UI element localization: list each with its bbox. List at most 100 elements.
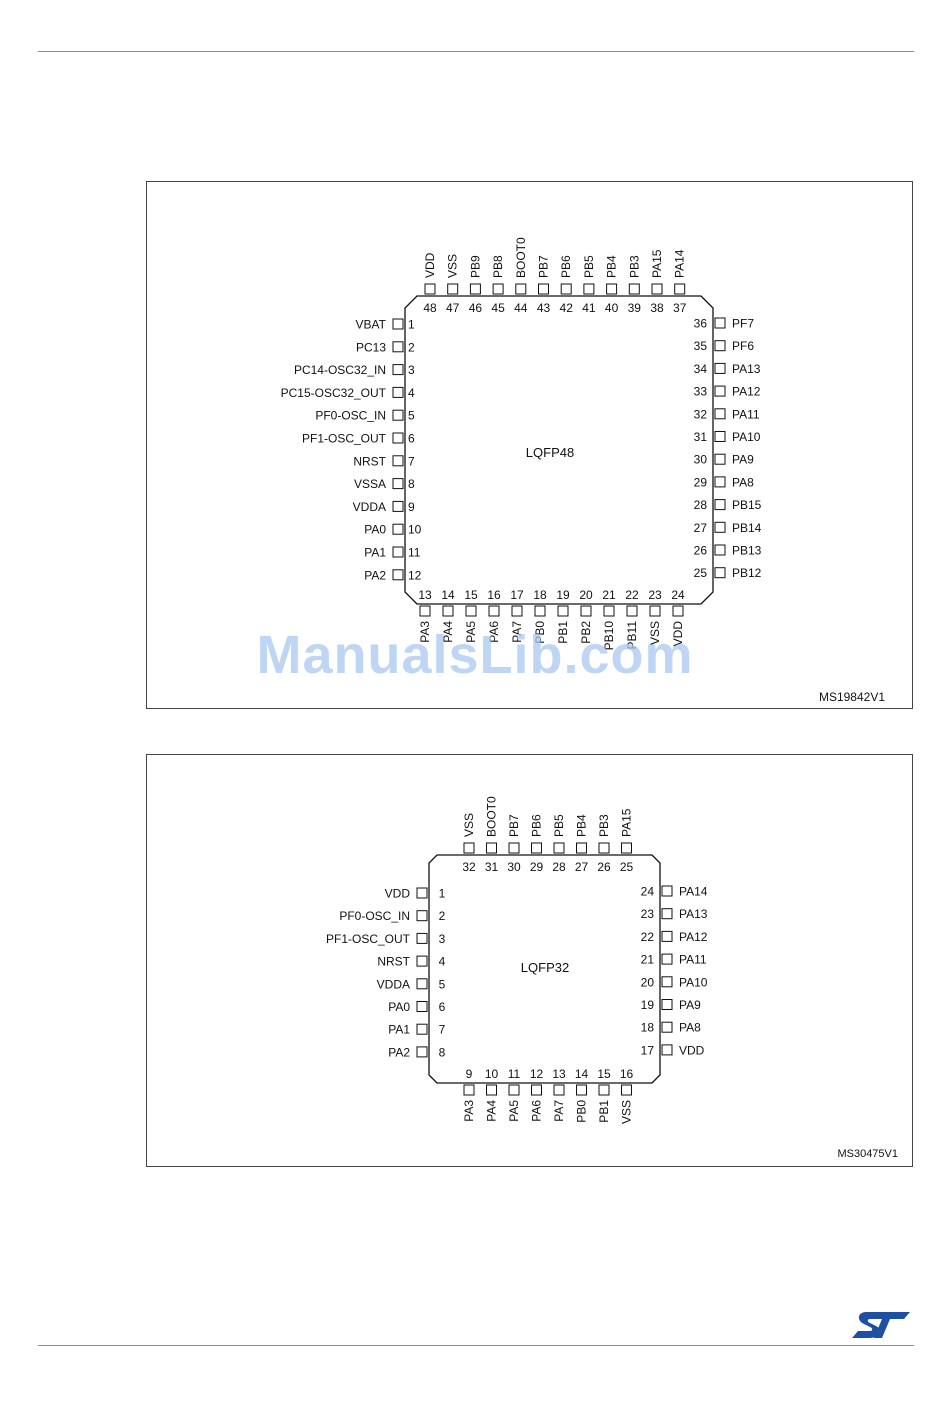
lqfp48-pin-pad <box>628 283 640 295</box>
lqfp32-pin-number: 17 <box>641 1043 655 1057</box>
lqfp32-pin-name: PA12 <box>679 930 708 944</box>
lqfp32-pin-number: 21 <box>641 953 655 967</box>
lqfp48-pin-number: 20 <box>579 588 593 602</box>
lqfp32-pin-name: PB5 <box>552 814 566 837</box>
lqfp48-pin-pad <box>469 283 481 295</box>
lqfp48-pin-name: PB0 <box>533 621 547 644</box>
lqfp48-pin-pad <box>392 500 404 512</box>
lqfp48-pin-pad <box>419 605 431 617</box>
lqfp32-package-label: LQFP32 <box>521 960 569 975</box>
lqfp48-pin-name: PB3 <box>627 255 641 278</box>
lqfp32-pin-pad <box>416 1023 428 1035</box>
lqfp48-pin-name: PA4 <box>441 621 455 643</box>
lqfp48-pin-number: 12 <box>408 568 422 582</box>
lqfp32-pin-pad <box>661 953 673 965</box>
lqfp32-package-body <box>428 854 661 1084</box>
lqfp32-pin-pad <box>621 842 632 854</box>
lqfp32-pin-number: 6 <box>439 1000 446 1014</box>
lqfp48-pin-name: PA14 <box>673 249 687 278</box>
lqfp48-pin-pad <box>511 605 523 617</box>
lqfp32-pin-name: PB0 <box>575 1100 589 1123</box>
lqfp48-pin-name: PB5 <box>582 255 596 278</box>
lqfp48-pin-number: 24 <box>671 588 685 602</box>
lqfp32-pin-name: PB4 <box>575 814 589 837</box>
lqfp32-pin-name: PA6 <box>530 1100 544 1122</box>
lqfp32-pin-number: 32 <box>462 860 476 874</box>
lqfp48-pin-pad <box>392 341 404 353</box>
lqfp32-pin-name: PA0 <box>388 1000 410 1014</box>
lqfp32-pin-pad <box>598 1084 610 1096</box>
lqfp32-pin-number: 28 <box>552 860 566 874</box>
lqfp48-pin-pad <box>392 569 404 581</box>
lqfp48-pin-pad <box>714 567 726 579</box>
lqfp32-pin-name: PF0-OSC_IN <box>339 909 410 923</box>
lqfp48-pin-number: 17 <box>510 588 524 602</box>
lqfp32-pin-pad <box>661 999 673 1010</box>
lqfp48-pin-pad <box>714 476 726 488</box>
lqfp48-pin-name: PF7 <box>732 317 754 331</box>
lqfp48-pin-number: 27 <box>694 521 708 535</box>
lqfp48-pin-name: PA12 <box>732 385 761 399</box>
lqfp32-pin-name: PB3 <box>597 814 611 837</box>
lqfp32-pin-pad <box>661 908 673 920</box>
lqfp48-pin-number: 46 <box>469 301 483 315</box>
lqfp48-pin-name: PF6 <box>732 339 754 353</box>
lqfp48-pin-name: PB13 <box>732 544 762 558</box>
lqfp48-pin-pad <box>392 523 404 535</box>
lqfp48-pin-number: 23 <box>648 588 662 602</box>
lqfp32-pin-number: 13 <box>552 1067 566 1081</box>
lqfp32-pin-pad <box>463 1084 475 1096</box>
lqfp48-pin-number: 25 <box>694 566 708 580</box>
lqfp32-pin-number: 31 <box>485 860 499 874</box>
lqfp32-pin-number: 29 <box>530 860 544 874</box>
lqfp48-pin-number: 19 <box>556 588 570 602</box>
lqfp48-pin-number: 32 <box>694 407 708 421</box>
lqfp48-pin-pad <box>714 362 726 374</box>
lqfp48-pin-pad <box>424 283 436 295</box>
lqfp48-pin-number: 30 <box>694 453 708 467</box>
lqfp48-pin-pad <box>714 544 726 556</box>
lqfp48-pin-pad <box>560 283 572 295</box>
lqfp48-pin-pad <box>392 546 404 558</box>
lqfp48-pin-number: 1 <box>408 318 415 332</box>
lqfp48-pin-name: PB6 <box>559 255 573 278</box>
lqfp32-pin-pad <box>508 842 520 854</box>
lqfp32-pin-pad <box>531 842 542 854</box>
lqfp48-pin-pad <box>606 283 618 295</box>
lqfp32-pin-name: VDDA <box>377 977 410 991</box>
lqfp32-pin-number: 3 <box>439 932 446 946</box>
lqfp32-pin-pad <box>416 978 428 990</box>
lqfp48-pin-number: 38 <box>650 301 664 315</box>
lqfp48-pin-name: PB2 <box>579 621 593 644</box>
lqfp48-pin-number: 13 <box>418 588 432 602</box>
lqfp32-pin-pad <box>463 842 475 854</box>
lqfp32-pin-number: 24 <box>641 885 655 899</box>
lqfp32-pin-name: PA7 <box>552 1100 566 1122</box>
lqfp48-pin-name: PA8 <box>732 475 754 489</box>
lqfp48-pin-name: PB10 <box>602 621 616 651</box>
lqfp32-pin-name: PA3 <box>462 1100 476 1122</box>
lqfp32-pin-pad <box>416 955 428 967</box>
lqfp48-pin-name: PA1 <box>364 546 386 560</box>
lqfp48-pin-pad <box>465 605 477 617</box>
header-rule <box>38 51 914 52</box>
lqfp48-pin-pad <box>714 317 726 329</box>
lqfp48-pin-number: 8 <box>408 477 415 491</box>
lqfp48-pin-number: 26 <box>694 544 708 558</box>
lqfp48-pin-name: PC13 <box>356 340 386 354</box>
lqfp48-pinout-diagram: LQFP48MS19842V11VBAT2PC133PC14-OSC32_IN4… <box>281 237 886 704</box>
lqfp48-pin-pad <box>492 283 504 295</box>
lqfp48-pin-number: 6 <box>408 432 415 446</box>
lqfp48-pin-name: VSS <box>648 621 662 645</box>
st-logo-icon <box>852 1312 910 1338</box>
lqfp48-pin-number: 35 <box>694 339 708 353</box>
lqfp48-pin-name: PB14 <box>732 521 762 535</box>
lqfp48-pin-name: PF1-OSC_OUT <box>302 432 387 446</box>
lqfp32-pin-name: PA11 <box>679 953 707 967</box>
lqfp48-pin-number: 5 <box>408 409 415 423</box>
lqfp48-pin-pad <box>442 605 454 617</box>
lqfp32-pin-pad <box>416 910 428 922</box>
lqfp48-package-label: LQFP48 <box>526 445 574 460</box>
lqfp48-pin-name: VDDA <box>353 500 386 514</box>
